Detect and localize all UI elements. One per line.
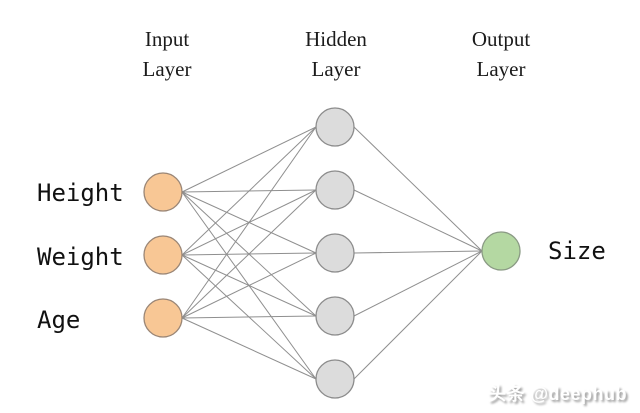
hidden-node-h4 bbox=[315, 296, 355, 336]
hidden-node-h2 bbox=[315, 170, 355, 210]
edge-hidden-h4-to-output-size bbox=[353, 250, 483, 317]
edge-input-height-to-hidden-h1 bbox=[181, 126, 317, 193]
edge-hidden-h2-to-output-size bbox=[353, 189, 483, 252]
edge-input-age-to-hidden-h2 bbox=[181, 189, 317, 319]
edge-input-age-to-hidden-h5 bbox=[181, 317, 317, 380]
edge-hidden-h5-to-output-size bbox=[353, 250, 483, 380]
node-label-size: Size bbox=[548, 237, 606, 265]
edge-input-age-to-hidden-h1 bbox=[181, 126, 317, 319]
node-label-height: Height bbox=[37, 179, 124, 207]
node-label-weight: Weight bbox=[37, 243, 124, 271]
input-node-weight bbox=[143, 235, 183, 275]
layer-header-hidden: Hidden Layer bbox=[305, 27, 367, 81]
input-node-age bbox=[143, 298, 183, 338]
input-node-height bbox=[143, 172, 183, 212]
edge-hidden-h1-to-output-size bbox=[353, 126, 483, 252]
hidden-node-h5 bbox=[315, 359, 355, 399]
node-label-age: Age bbox=[37, 306, 81, 334]
layer-header-input: Input Layer bbox=[142, 27, 192, 81]
edge-input-age-to-hidden-h3 bbox=[181, 252, 317, 319]
hidden-node-h3 bbox=[315, 233, 355, 273]
hidden-node-h1 bbox=[315, 107, 355, 147]
edge-input-weight-to-hidden-h1 bbox=[181, 126, 317, 256]
edge-hidden-h3-to-output-size bbox=[353, 250, 483, 254]
watermark: 头条 @deephub bbox=[487, 384, 627, 404]
output-node-size bbox=[481, 231, 521, 271]
layer-header-output: Output Layer bbox=[471, 27, 531, 81]
edge-input-age-to-hidden-h4 bbox=[181, 315, 317, 319]
